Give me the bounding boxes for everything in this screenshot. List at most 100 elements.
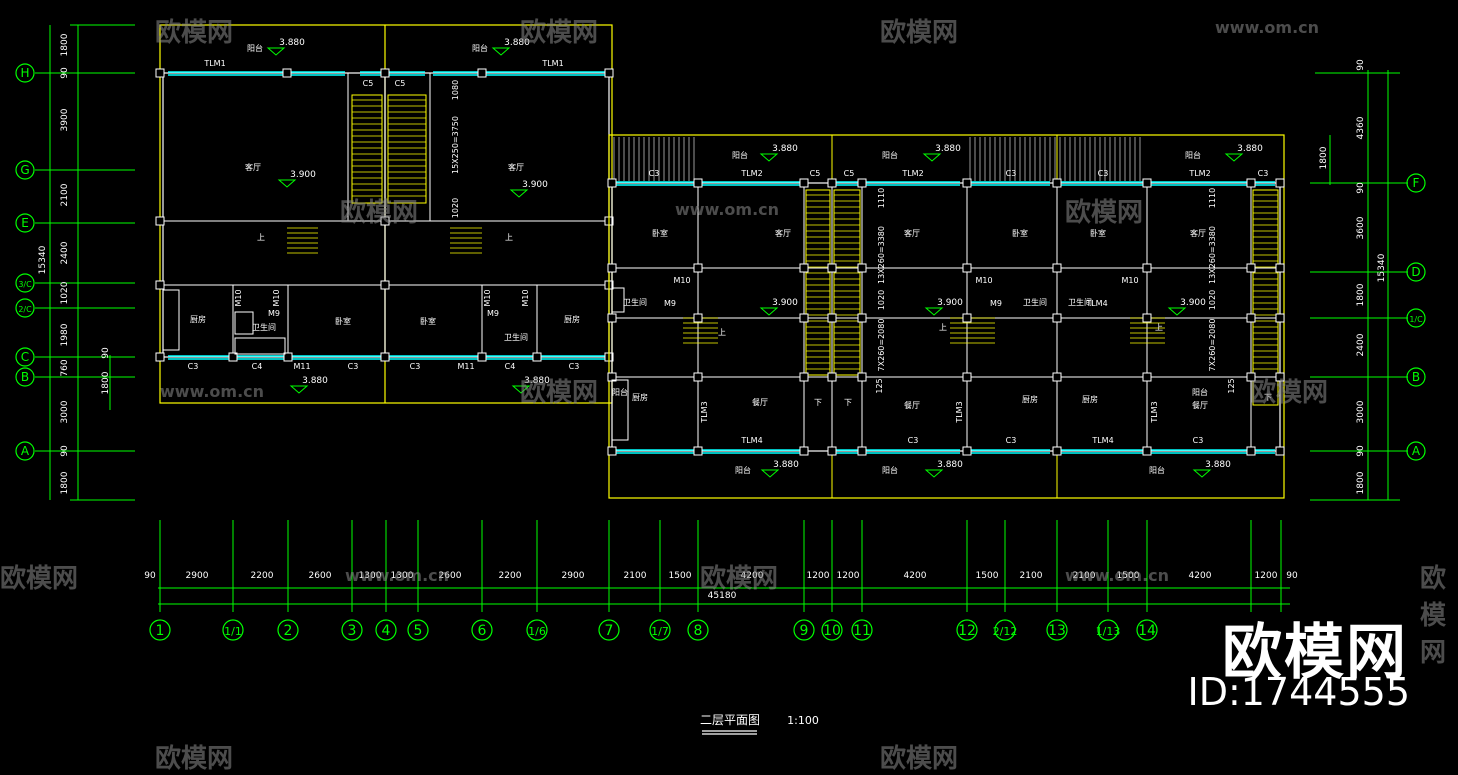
dimension-text: 1800 xyxy=(60,33,70,56)
door-window-tag: C3 xyxy=(569,362,580,371)
axis-bubble xyxy=(1046,619,1068,641)
axis-label-col: 14 xyxy=(1138,623,1156,639)
axis-label-col: 2/12 xyxy=(993,625,1018,638)
door-window-tag: M11 xyxy=(293,362,310,371)
elevation-mark: 3.880 xyxy=(935,144,961,154)
elevation-mark: 3.880 xyxy=(1237,144,1263,154)
building-wall xyxy=(611,182,1281,452)
elevation-marker xyxy=(924,469,944,478)
room-label: 卫生间 xyxy=(504,332,528,342)
axis-bubble xyxy=(222,619,244,641)
door-window-tag: C5 xyxy=(810,169,821,178)
dimension-text: 1800 xyxy=(1356,471,1366,494)
room-label: 阳台 xyxy=(732,150,748,160)
column xyxy=(827,372,837,382)
dimension-text: 2400 xyxy=(1356,333,1366,356)
column xyxy=(380,280,390,290)
elevation-mark: 3.880 xyxy=(504,38,530,48)
axis-label-row: A xyxy=(1412,444,1421,458)
axis-label-col: 1/13 xyxy=(1096,625,1121,638)
axis-label-row: H xyxy=(20,66,29,80)
door-window-tag: C3 xyxy=(1006,169,1017,178)
stair-dimension: 1110 xyxy=(1208,188,1217,208)
column xyxy=(827,313,837,323)
axis-label-col: 1 xyxy=(156,623,165,639)
dimension-text: 15340 xyxy=(38,245,48,274)
door-window-tag: M9 xyxy=(664,299,676,308)
axis-bubble xyxy=(1406,441,1426,461)
door-window-tag: M9 xyxy=(990,299,1002,308)
balcony-outline xyxy=(608,134,1285,499)
dimension-text: 1200 xyxy=(837,571,860,581)
dimension-text: 2900 xyxy=(562,571,585,581)
column xyxy=(799,372,809,382)
axis-bubble xyxy=(526,619,548,641)
watermark-url: www.om.cn xyxy=(345,566,450,585)
room-label: 卧室 xyxy=(1012,228,1028,238)
axis-label-row: A xyxy=(21,444,30,458)
door-window-tag: TLM1 xyxy=(203,59,225,68)
door-window-tag: M10 xyxy=(673,276,690,285)
column xyxy=(1275,446,1285,456)
room-label: 阳台 xyxy=(1149,465,1165,475)
column xyxy=(283,352,293,362)
room-label: 卧室 xyxy=(1090,228,1106,238)
dimension-text: 1980 xyxy=(60,323,70,346)
room-label: 阳台 xyxy=(735,465,751,475)
door-window-tag: 下 xyxy=(1264,393,1272,402)
elevation-marker xyxy=(760,469,780,478)
elevation-marker xyxy=(509,189,529,198)
door-window-tag: TLM3 xyxy=(955,401,964,423)
axis-label-col: 7 xyxy=(605,623,614,639)
door-window-tag: TLM3 xyxy=(700,401,709,423)
column xyxy=(228,352,238,362)
column xyxy=(693,263,703,273)
dimension-text: 1300 xyxy=(391,571,414,581)
dimension-text: 2200 xyxy=(499,571,522,581)
elevation-mark: 3.880 xyxy=(302,376,328,386)
door-window-tag: 上 xyxy=(718,328,726,337)
room-label: 卫生间 xyxy=(1023,297,1047,307)
column xyxy=(799,446,809,456)
column xyxy=(857,263,867,273)
axis-bubble xyxy=(407,619,429,641)
column xyxy=(155,280,165,290)
elevation-mark: 3.880 xyxy=(1205,460,1231,470)
column xyxy=(604,68,614,78)
door-window-tag: C3 xyxy=(188,362,199,371)
elevation-marker xyxy=(922,153,942,162)
door-window-tag: 上 xyxy=(257,233,265,242)
stair xyxy=(1252,189,1279,406)
axis-bubble xyxy=(15,298,35,318)
watermark-text: 欧模网 xyxy=(520,378,599,408)
axis-bubble xyxy=(15,441,35,461)
axis-bubble xyxy=(1406,262,1426,282)
door-window-tag: 上 xyxy=(1155,323,1163,332)
room-label: 客厅 xyxy=(245,162,261,172)
stair-dimension: 13X260=3380 xyxy=(877,226,886,284)
stair-dimension: 15X250=3750 xyxy=(451,116,460,174)
column xyxy=(799,178,809,188)
watermark-url: www.om.cn xyxy=(675,200,780,219)
door-window-tag: TLM4 xyxy=(740,436,762,445)
room-label: 餐厅 xyxy=(1192,401,1208,410)
stair-dimension: 125 xyxy=(1227,378,1236,393)
dimension-text: 1500 xyxy=(976,571,999,581)
dimension-text: 2600 xyxy=(309,571,332,581)
column xyxy=(1142,178,1152,188)
door-window-tag: TLM4 xyxy=(1091,436,1113,445)
door-window-tag: C5 xyxy=(395,79,406,88)
door-window-tag: C3 xyxy=(1193,436,1204,445)
axis-bubble xyxy=(687,619,709,641)
dimension-text: 1200 xyxy=(807,571,830,581)
column xyxy=(380,216,390,226)
column xyxy=(282,68,292,78)
stair-dimension: 1020 xyxy=(877,290,886,310)
column xyxy=(607,446,617,456)
kitchen-counter xyxy=(611,379,629,441)
dimension-text: 4200 xyxy=(741,571,764,581)
axis-bubble xyxy=(598,619,620,641)
elevation-mark: 3.880 xyxy=(937,460,963,470)
elevation-marker xyxy=(289,385,309,394)
room-label: 卫生间 xyxy=(623,297,647,307)
